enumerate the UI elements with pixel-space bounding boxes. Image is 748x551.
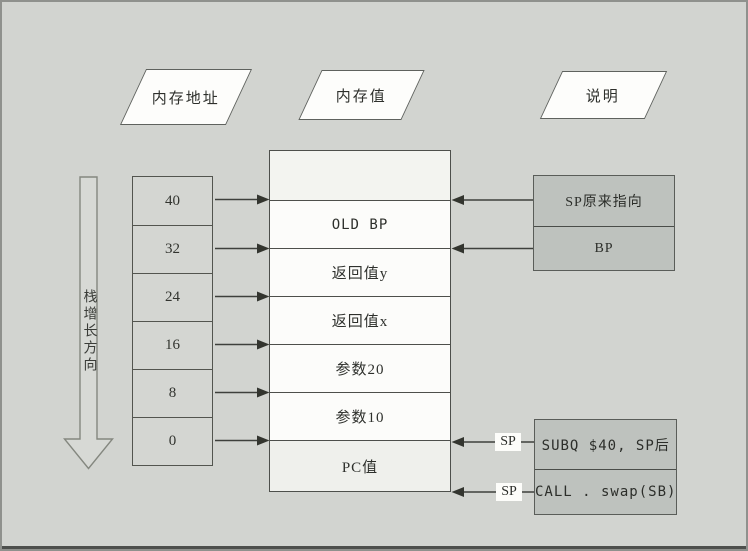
note-sp-original: SP原来指向	[565, 195, 643, 210]
arrow-sp-original	[451, 195, 533, 205]
arrow-addr-32	[215, 243, 270, 254]
stack-row-return-y: 返回值y	[270, 248, 450, 296]
address-column: 40 32 24 16 8 0	[132, 176, 213, 466]
address-cell-8: 8	[133, 369, 212, 417]
stack-row-empty	[270, 151, 450, 200]
address-cell-0: 0	[133, 417, 212, 465]
stack-value-table: OLD BP 返回值y 返回值x 参数20 参数10 PC值	[269, 150, 451, 492]
arrow-sp-after-subq	[451, 437, 534, 447]
sp-pointer-label-call: SP	[496, 483, 522, 501]
growth-arrow-label: 栈增长方向	[81, 288, 97, 374]
address-cell-16: 16	[133, 321, 212, 369]
note-bp: BP	[534, 226, 674, 270]
sp-pointer-label-subq: SP	[495, 433, 521, 451]
arrow-addr-24	[215, 291, 270, 302]
arrow-addr-0	[215, 435, 270, 446]
stack-row-return-x: 返回值x	[270, 296, 450, 344]
address-cell-24: 24	[133, 273, 212, 321]
address-cell-32: 32	[133, 225, 212, 273]
stack-row-pc: PC值	[270, 440, 450, 491]
address-cell-40: 40	[165, 192, 180, 209]
stack-row-old-bp: OLD BP	[270, 200, 450, 248]
arrow-addr-40	[215, 194, 270, 205]
stack-row-param-10: 参数10	[270, 392, 450, 440]
arrow-addr-8	[215, 387, 270, 398]
page-bottom-rule	[2, 546, 746, 549]
arrow-addr-16	[215, 339, 270, 350]
note-box-instructions: SUBQ $40, SP后 CALL . swap(SB)	[534, 419, 677, 515]
note-box-sp-bp: SP原来指向 BP	[533, 175, 675, 271]
note-call: CALL . swap(SB)	[535, 469, 677, 514]
stack-row-param-20: 参数20	[270, 344, 450, 392]
note-subq: SUBQ $40, SP后	[541, 437, 670, 454]
arrow-bp	[451, 243, 533, 254]
